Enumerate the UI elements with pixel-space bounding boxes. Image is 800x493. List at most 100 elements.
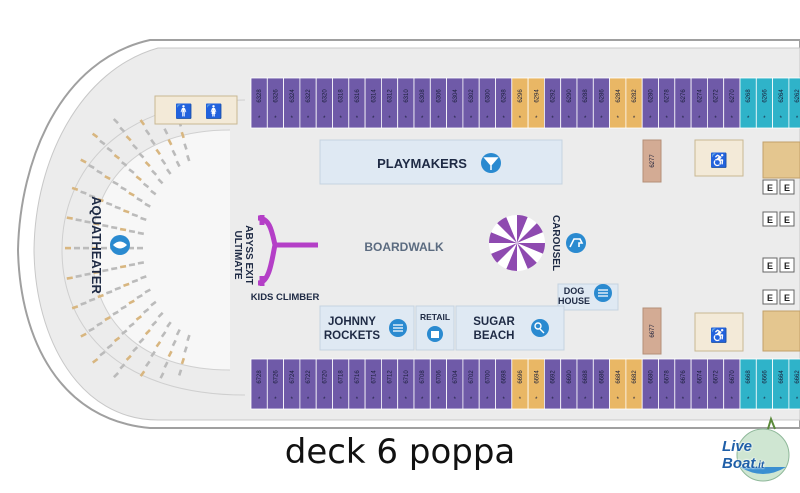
cabin[interactable]: 6696*	[511, 358, 529, 410]
cabin[interactable]: 6298*	[495, 77, 513, 129]
cabin[interactable]: 6278*	[658, 77, 676, 129]
seat-block	[114, 286, 122, 291]
ultimate-abyss-exit[interactable]: ULTIMATE ABYSS EXIT	[232, 215, 318, 286]
cabin[interactable]: 6296*	[511, 77, 529, 129]
cabin[interactable]: 6320*	[315, 77, 333, 129]
cabin[interactable]: 6304*	[446, 77, 464, 129]
cabin[interactable]: 6702*	[462, 358, 480, 410]
cabin[interactable]: 6284*	[609, 77, 627, 129]
cabin[interactable]: 6710*	[397, 358, 415, 410]
seat-block	[84, 220, 91, 224]
svg-text:*: *	[649, 397, 652, 403]
cabin[interactable]: 6270*	[723, 77, 741, 129]
retail-shop[interactable]: RETAIL	[415, 305, 455, 351]
cabin[interactable]: 6294*	[527, 77, 545, 129]
cabin[interactable]: 6704*	[446, 358, 464, 410]
cabin[interactable]: 6318*	[332, 77, 350, 129]
cabin[interactable]: 6724*	[283, 358, 301, 410]
cabin[interactable]: 6674*	[690, 358, 708, 410]
cabin[interactable]: 6262*	[788, 77, 800, 129]
svg-text:*: *	[665, 116, 668, 122]
cabin[interactable]: 6692*	[544, 358, 562, 410]
cabin[interactable]: 6686*	[592, 358, 610, 410]
aquatheater-label: AQUATHEATER	[89, 196, 104, 294]
cabin[interactable]: 6316*	[348, 77, 366, 129]
cabin[interactable]: 6276*	[674, 77, 692, 129]
cabin[interactable]: 6266*	[755, 77, 773, 129]
cabin-row-top: 6328*6326*6324*6322*6320*6318*6316*6314*…	[250, 77, 800, 129]
svg-text:*: *	[780, 116, 783, 122]
cabin[interactable]: 6666*	[755, 358, 773, 410]
cabin[interactable]: 6678*	[658, 358, 676, 410]
cabin[interactable]: 6272*	[707, 77, 725, 129]
cabin[interactable]: 6326*	[266, 77, 284, 129]
cabin[interactable]: 6314*	[364, 77, 382, 129]
cabin[interactable]: 6680*	[641, 358, 659, 410]
cabin[interactable]: 6306*	[429, 77, 447, 129]
cabin[interactable]: 6268*	[739, 77, 757, 129]
cabin[interactable]: 6322*	[299, 77, 317, 129]
cabin[interactable]: 6670*	[723, 358, 741, 410]
cabin[interactable]: 6672*	[707, 358, 725, 410]
cabin[interactable]: 6718*	[332, 358, 350, 410]
svg-text:6298: 6298	[502, 89, 508, 103]
cabin[interactable]: 6308*	[413, 77, 431, 129]
svg-text:6302: 6302	[469, 89, 475, 103]
dog-house[interactable]: DOG HOUSE	[557, 283, 619, 311]
seat-block	[144, 129, 151, 136]
cabin[interactable]: 6716*	[348, 358, 366, 410]
boardwalk-label: BOARDWALK	[364, 240, 444, 254]
cabin[interactable]: 6300*	[478, 77, 496, 129]
cabin[interactable]: 6668*	[739, 358, 757, 410]
carousel-segment	[517, 223, 543, 243]
cabin[interactable]: 6288*	[576, 77, 594, 129]
playmakers-venue[interactable]: PLAYMAKERS	[319, 139, 563, 185]
cabin[interactable]: 6698*	[495, 358, 513, 410]
cabin[interactable]: 6688*	[576, 358, 594, 410]
johnny-rockets[interactable]: JOHNNY ROCKETS	[319, 305, 415, 351]
cabin[interactable]: 6676*	[674, 358, 692, 410]
cabin[interactable]: 6328*	[250, 77, 268, 129]
cabin[interactable]: 6664*	[772, 358, 790, 410]
cabin[interactable]: 6726*	[266, 358, 284, 410]
carousel[interactable]: CAROUSEL	[489, 215, 586, 271]
seat-block	[150, 138, 156, 146]
cabin[interactable]: 6302*	[462, 77, 480, 129]
seat-block	[114, 205, 121, 210]
cabin[interactable]: 6720*	[315, 358, 333, 410]
cabin[interactable]: 6274*	[690, 77, 708, 129]
cabin[interactable]: 6282*	[625, 77, 643, 129]
cabin[interactable]: 6280*	[641, 77, 659, 129]
cabin[interactable]: 6292*	[544, 77, 562, 129]
cabin[interactable]: 6714*	[364, 358, 382, 410]
cabin[interactable]: 6728*	[250, 358, 268, 410]
sugar-beach[interactable]: SUGAR BEACH	[455, 305, 565, 351]
cabin[interactable]: 6706*	[429, 358, 447, 410]
seat-block	[137, 261, 145, 265]
svg-text:6322: 6322	[306, 89, 312, 103]
seat-block	[93, 222, 100, 226]
cabin[interactable]: 6312*	[380, 77, 399, 129]
cabin[interactable]: 6324*	[283, 77, 301, 129]
cabin[interactable]: 6310*	[397, 77, 415, 129]
cabin[interactable]: 6712*	[380, 358, 399, 410]
cabin[interactable]: 6700*	[478, 358, 496, 410]
cabin[interactable]: 6290*	[560, 77, 578, 129]
cabin[interactable]: 6708*	[413, 358, 431, 410]
svg-text:*: *	[339, 116, 342, 122]
aquatheater[interactable]: AQUATHEATER	[61, 99, 246, 396]
cabin[interactable]: 6684*	[609, 358, 627, 410]
cabin[interactable]: 6690*	[560, 358, 578, 410]
cabin[interactable]: 6264*	[772, 77, 790, 129]
svg-text:6274: 6274	[697, 89, 703, 103]
cabin[interactable]: 6286*	[592, 77, 610, 129]
svg-text:6290: 6290	[567, 89, 573, 103]
svg-text:*: *	[617, 397, 620, 403]
svg-text:6668: 6668	[746, 370, 752, 384]
cabin[interactable]: 6694*	[527, 358, 545, 410]
cabin[interactable]: 6662*	[788, 358, 800, 410]
accessible-icon: ♿	[710, 152, 727, 169]
cabin[interactable]: 6722*	[299, 358, 317, 410]
cabin[interactable]: 6682*	[625, 358, 643, 410]
